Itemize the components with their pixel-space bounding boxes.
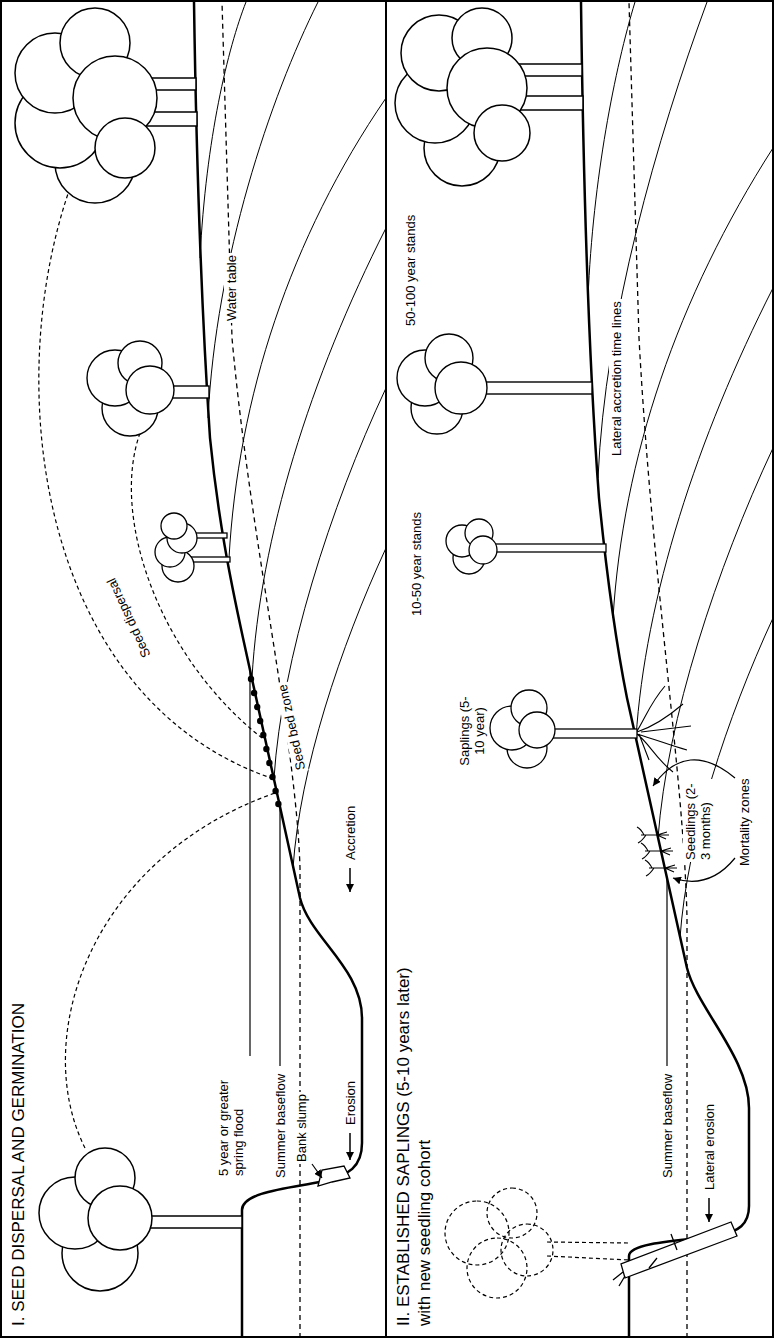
former-crown <box>467 1238 527 1298</box>
time-line <box>588 2 635 298</box>
former-trunk <box>547 1242 629 1243</box>
former-tree <box>445 1188 629 1298</box>
seed-dot <box>254 704 260 710</box>
panel-two-art <box>395 2 773 1338</box>
dispersal-arc <box>39 188 271 778</box>
bank-slump-block <box>318 1166 350 1186</box>
former-crown <box>501 1224 553 1276</box>
young-tree-medium <box>397 334 592 434</box>
log <box>621 1222 737 1278</box>
erosion-label: Lateral erosion <box>702 1102 717 1192</box>
time-line <box>293 548 386 868</box>
sapling <box>490 690 637 768</box>
tree-crown <box>126 366 174 414</box>
process-label: Seed dispersal <box>103 574 155 662</box>
water-table-line <box>629 2 687 1338</box>
panel-subtitle: with new seedling cohort <box>415 1140 435 1326</box>
bank-slump-label: Bank slump <box>294 1092 309 1164</box>
time-line <box>680 618 773 938</box>
bank-tree <box>39 1148 242 1291</box>
mortality-label: Mortality zones <box>737 777 752 868</box>
tree-crown <box>95 118 155 178</box>
baseflow-line <box>279 807 280 1066</box>
former-crown <box>487 1188 537 1238</box>
log-branches <box>613 1234 677 1286</box>
seed-dot <box>272 788 278 794</box>
root-system <box>637 686 691 772</box>
time-lines-label: Lateral accretion time lines <box>609 299 624 458</box>
former-trunk <box>547 1256 629 1260</box>
small-trees <box>155 513 230 582</box>
seedling <box>637 827 669 843</box>
seed-dispersal-arcs <box>39 188 275 1148</box>
stage-panel: I. SEED DISPERSAL AND GERMINATION <box>0 0 387 1338</box>
time-line <box>252 228 386 678</box>
seedling <box>641 843 673 859</box>
panel-title: II. ESTABLISHED SAPLINGS (5-10 years lat… <box>394 967 414 1326</box>
ground-surface <box>581 2 749 1338</box>
accretion-label: Accretion <box>343 804 358 862</box>
stand-age-label: 50-100 year stands <box>403 213 418 328</box>
tree-crown <box>161 513 187 539</box>
time-line <box>658 448 773 838</box>
erosion-arrow <box>349 1133 351 1160</box>
time-line <box>636 288 773 738</box>
tree-trunk <box>190 557 230 562</box>
seed-dot <box>263 746 269 752</box>
seed-dot <box>257 718 263 724</box>
seed-dot <box>266 760 272 766</box>
panel-one-art <box>15 2 386 1338</box>
time-line <box>598 2 707 478</box>
tree-crown <box>474 105 530 161</box>
tree-crown <box>435 362 487 414</box>
water-table-label: Water table <box>224 253 239 323</box>
ground-surface <box>194 2 362 1338</box>
flood-level-label: 5 year or greater spring flood <box>216 1062 246 1178</box>
seed-dot <box>275 801 281 807</box>
tree-crown <box>519 712 555 748</box>
sapling-roots <box>637 686 691 772</box>
fallen-log <box>613 1222 737 1286</box>
seedling-label: Seedlings (2-3 months) <box>683 779 713 862</box>
panel-title: I. SEED DISPERSAL AND GERMINATION <box>9 1003 29 1326</box>
seed-dot <box>248 676 254 682</box>
seed-dot <box>251 690 257 696</box>
large-tree <box>15 8 197 203</box>
erosion-label: Erosion <box>343 1079 358 1127</box>
time-line <box>229 98 386 558</box>
seed-dot <box>269 774 275 780</box>
tree-crown <box>88 1186 152 1250</box>
dispersal-arc <box>131 433 262 738</box>
slump-arrow <box>312 1164 322 1178</box>
accretion-lines <box>588 2 773 938</box>
baseflow-line <box>666 878 667 1066</box>
erosion-arrow <box>708 1198 710 1222</box>
seedlings <box>637 827 677 876</box>
seed-dot <box>260 732 266 738</box>
baseflow-label: Summer baseflow <box>273 1072 288 1180</box>
young-tree-small <box>446 519 606 574</box>
baseflow-label: Summer baseflow <box>660 1072 675 1180</box>
sapling-label: Saplings (5-10 year) <box>457 692 487 770</box>
tree-trunk <box>482 544 606 552</box>
tree-crown <box>469 536 497 564</box>
accretion-arrow <box>349 868 351 892</box>
time-line <box>200 2 246 258</box>
medium-tree <box>87 341 209 436</box>
tree-trunk <box>140 1216 242 1228</box>
seedling <box>645 860 677 876</box>
time-line <box>613 148 773 618</box>
accretion-lines <box>200 2 386 868</box>
old-trees <box>395 8 583 186</box>
former-crown <box>445 1201 509 1265</box>
time-line <box>274 388 386 778</box>
stand-age-label: 10-50 year stands <box>409 510 424 618</box>
